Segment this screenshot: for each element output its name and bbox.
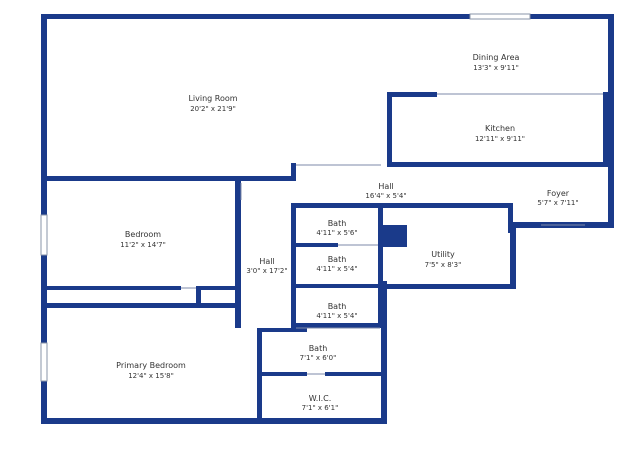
- room-bath-3: Bath 4'11" x 5'4": [316, 302, 357, 320]
- room-dimensions: 7'1" x 6'1": [302, 404, 339, 412]
- room-dimensions: 13'3" x 9'11": [473, 64, 519, 72]
- window-left-bedroom: [40, 214, 48, 256]
- doors: [181, 93, 603, 375]
- room-hall-side: Hall 3'0" x 17'2": [246, 257, 287, 275]
- room-kitchen: Kitchen 12'11" x 9'11": [475, 124, 525, 143]
- room-name: Living Room: [188, 94, 237, 103]
- window-left-primary: [40, 342, 48, 382]
- room-utility: Utility 7'5" x 8'3": [425, 250, 462, 269]
- room-name: Utility: [431, 250, 455, 259]
- room-bath-2: Bath 4'11" x 5'4": [316, 255, 357, 273]
- room-name: Bath: [328, 255, 347, 264]
- room-name: W.I.C.: [309, 394, 332, 403]
- room-dimensions: 12'11" x 9'11": [475, 135, 525, 143]
- room-name: Kitchen: [485, 124, 515, 133]
- room-name: Foyer: [547, 189, 570, 198]
- room-wic: W.I.C. 7'1" x 6'1": [302, 394, 339, 412]
- interior-walls: [41, 92, 608, 424]
- room-dining: Dining Area 13'3" x 9'11": [473, 53, 520, 72]
- room-name: Hall: [259, 257, 274, 266]
- room-dimensions: 16'4" x 5'4": [365, 192, 406, 200]
- room-bedroom: Bedroom 11'2" x 14'7": [120, 230, 166, 249]
- room-name: Dining Area: [473, 53, 520, 62]
- room-dimensions: 11'2" x 14'7": [120, 241, 166, 249]
- room-name: Bath: [328, 219, 347, 228]
- room-dimensions: 4'11" x 5'4": [316, 312, 357, 320]
- room-dimensions: 7'1" x 6'0": [300, 354, 337, 362]
- room-dimensions: 7'5" x 8'3": [425, 261, 462, 269]
- windows: [40, 13, 531, 382]
- room-dimensions: 20'2" x 21'9": [190, 105, 236, 113]
- room-dimensions: 12'4" x 15'8": [128, 372, 174, 380]
- room-name: Primary Bedroom: [116, 361, 186, 370]
- room-foyer: Foyer 5'7" x 7'11": [537, 189, 578, 207]
- room-living: Living Room 20'2" x 21'9": [188, 94, 237, 113]
- room-name: Bath: [309, 344, 328, 353]
- room-dimensions: 3'0" x 17'2": [246, 267, 287, 275]
- room-bath-4: Bath 7'1" x 6'0": [300, 344, 337, 362]
- room-dimensions: 5'7" x 7'11": [537, 199, 578, 207]
- window-top: [469, 13, 531, 20]
- room-dimensions: 4'11" x 5'4": [316, 265, 357, 273]
- room-name: Bedroom: [125, 230, 161, 239]
- room-hall-main: Hall 16'4" x 5'4": [365, 182, 406, 200]
- room-name: Bath: [328, 302, 347, 311]
- room-dimensions: 4'11" x 5'6": [316, 229, 357, 237]
- room-name: Hall: [378, 182, 393, 191]
- room-bath-1: Bath 4'11" x 5'6": [316, 219, 357, 237]
- room-primary-bedroom: Primary Bedroom 12'4" x 15'8": [116, 361, 186, 380]
